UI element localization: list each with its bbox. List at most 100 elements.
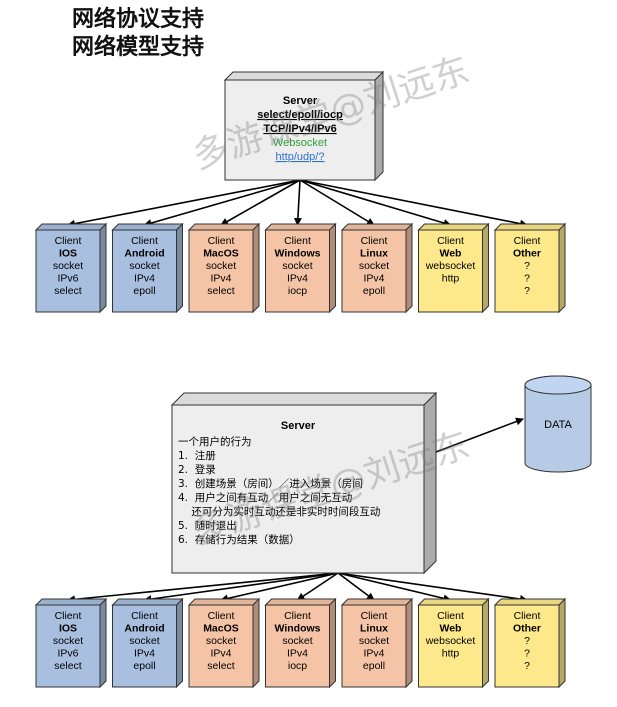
client-top-4-line-1: Linux	[360, 248, 388, 260]
bottom-server-line-3: 3. 创建场景（房间）／进入场景（房间	[178, 477, 363, 490]
client-top-2-line-2: socket	[206, 260, 236, 272]
client-bottom-2-line-2: socket	[206, 635, 236, 647]
client-top-6-line-2: ?	[524, 260, 530, 272]
client-bottom-0-line-4: select	[54, 660, 82, 672]
client-top-6-line-0: Client	[514, 235, 541, 247]
client-bottom-3-line-1: Windows	[275, 623, 321, 635]
client-top-0-line-0: Client	[55, 235, 82, 247]
client-top-1-line-0: Client	[131, 235, 158, 247]
client-top-1-line-1: Android	[124, 248, 164, 260]
arrow-server-to-database	[427, 417, 524, 456]
page-title: 网络协议支持 网络模型支持	[72, 6, 204, 62]
bottom-server-line-2: 2. 登录	[178, 463, 216, 476]
arrow-top-to-client-6	[299, 179, 528, 228]
client-bottom-2-line-1: MacOS	[203, 623, 239, 635]
arrow-top-to-client-4	[299, 179, 375, 226]
client-bottom-1-line-1: Android	[124, 623, 164, 635]
top-server-box	[223, 70, 385, 182]
bottom-server-title: Server	[281, 420, 316, 432]
client-bottom-3-line-0: Client	[284, 610, 311, 622]
client-bottom-6-line-1: Other	[513, 623, 541, 635]
client-top-2-line-0: Client	[208, 235, 235, 247]
client-bottom-5-line-0: Client	[437, 610, 464, 622]
client-top-5-line-2: websocket	[425, 260, 476, 272]
client-bottom-4-line-3: IPv4	[363, 648, 384, 660]
arrow-bottom-to-client-5	[337, 572, 452, 603]
top-server-line-4: http/udp/?	[276, 151, 325, 163]
client-top-0-line-4: select	[54, 285, 82, 297]
client-top-0-line-3: IPv6	[57, 273, 78, 285]
client-top-2-line-1: MacOS	[203, 248, 239, 260]
arrow-bottom-to-client-0	[67, 572, 339, 604]
client-top-2-line-3: IPv4	[210, 273, 231, 285]
client-top-5-line-1: Web	[440, 248, 462, 260]
client-top-3-line-3: IPv4	[287, 273, 308, 285]
client-bottom-1-line-4: epoll	[133, 660, 155, 672]
bottom-server-line-7: 6. 存储行为结果（数据）	[178, 533, 300, 546]
top-server-line-0: Server	[283, 95, 318, 107]
arrow-top-to-client-1	[143, 179, 301, 227]
client-bottom-4-line-0: Client	[361, 610, 388, 622]
client-top-4-line-2: socket	[359, 260, 389, 272]
client-bottom-2-line-0: Client	[208, 610, 235, 622]
connection-arrows	[67, 179, 528, 604]
client-bottom-6-line-2: ?	[524, 635, 530, 647]
client-top-0-line-1: IOS	[59, 248, 77, 260]
database-cylinder: DATA	[524, 375, 592, 473]
top-server-line-1: select/epoll/iocp	[257, 109, 343, 121]
client-top-1-line-2: socket	[129, 260, 159, 272]
top-server-line-3: Websocket	[273, 137, 327, 149]
client-top-6-line-1: Other	[513, 248, 541, 260]
client-top-3-line-1: Windows	[275, 248, 321, 260]
database-label: DATA	[544, 419, 572, 431]
client-bottom-4-line-2: socket	[359, 635, 389, 647]
arrow-bottom-to-client-2	[220, 572, 339, 603]
arrow-top-to-client-3	[293, 179, 302, 226]
client-top-3-line-4: iocp	[288, 285, 307, 297]
client-top-4-line-3: IPv4	[363, 273, 384, 285]
client-top-1-line-3: IPv4	[134, 273, 155, 285]
client-top-2-line-4: select	[207, 285, 235, 297]
client-bottom-5-line-1: Web	[440, 623, 462, 635]
client-bottom-1-line-3: IPv4	[134, 648, 155, 660]
bottom-server-line-1: 1. 注册	[178, 449, 216, 462]
client-top-1-line-4: epoll	[133, 285, 155, 297]
client-bottom-4-line-1: Linux	[360, 623, 388, 635]
client-top-3-line-0: Client	[284, 235, 311, 247]
client-bottom-3-line-2: socket	[282, 635, 312, 647]
bottom-server-line-4: 4. 用户之间有互动／用户之间无互动	[178, 491, 352, 504]
client-top-4-line-4: epoll	[363, 285, 385, 297]
client-bottom-2-line-4: select	[207, 660, 235, 672]
bottom-server-box	[170, 391, 438, 575]
arrow-top-to-client-5	[299, 179, 452, 227]
client-top-4-line-0: Client	[361, 235, 388, 247]
client-bottom-0-line-0: Client	[55, 610, 82, 622]
client-bottom-0-line-2: socket	[53, 635, 83, 647]
client-top-6-line-4: ?	[524, 285, 530, 297]
client-top-0-line-2: socket	[53, 260, 83, 272]
client-bottom-0-line-1: IOS	[59, 623, 77, 635]
client-bottom-3-line-3: IPv4	[287, 648, 308, 660]
client-bottom-0-line-3: IPv6	[57, 648, 78, 660]
bottom-server-line-5: 还可分为实时互动还是非实时时间段互动	[178, 505, 380, 518]
client-bottom-5-line-2: websocket	[425, 635, 476, 647]
client-bottom-4-line-4: epoll	[363, 660, 385, 672]
client-bottom-6-line-4: ?	[524, 660, 530, 672]
client-bottom-5-line-3: http	[442, 648, 460, 660]
client-bottom-6-line-3: ?	[524, 648, 530, 660]
client-top-6-line-3: ?	[524, 273, 530, 285]
client-bottom-1-line-0: Client	[131, 610, 158, 622]
